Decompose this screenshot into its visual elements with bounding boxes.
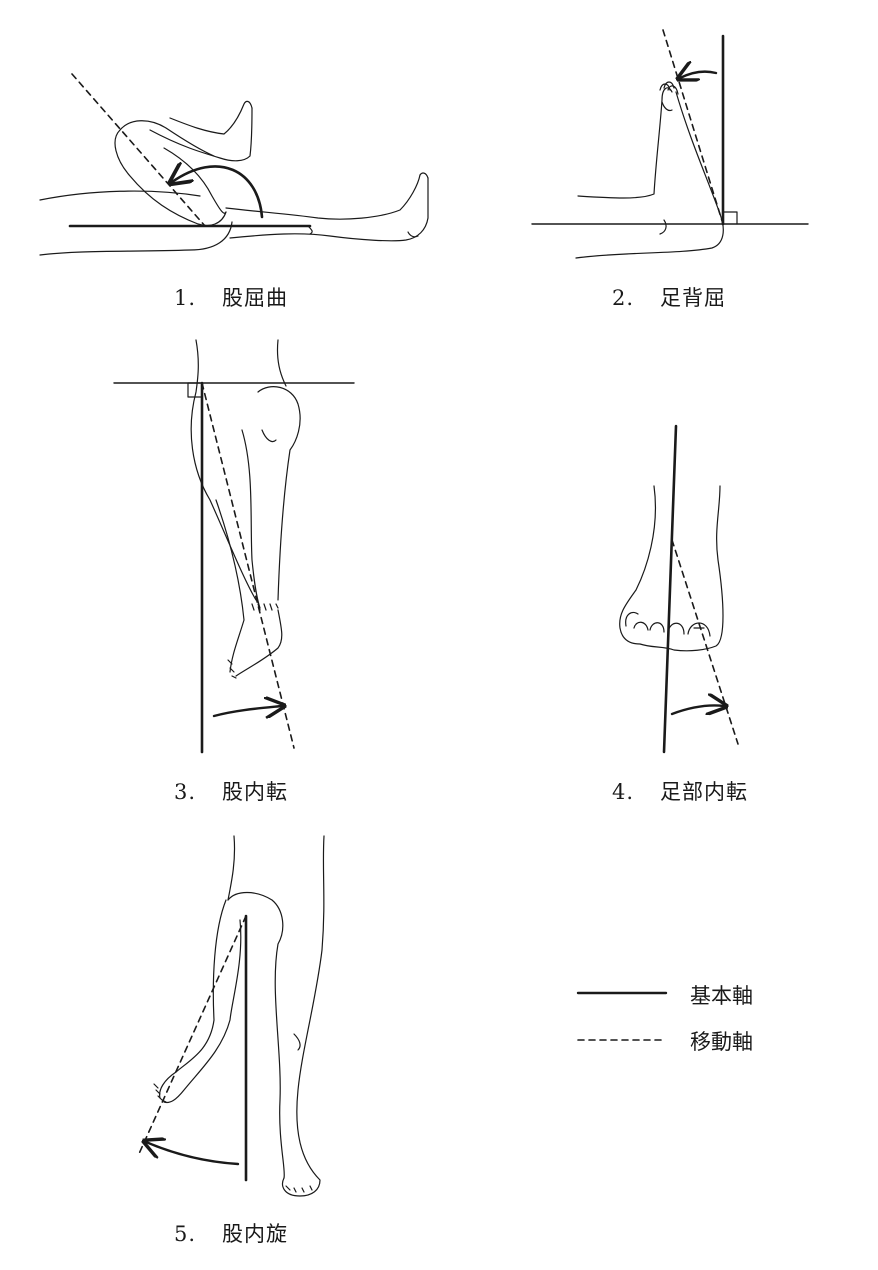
figure-1-illustration [39,100,429,256]
figure-1-caption: 1. 股屈曲 [174,282,288,312]
figure-2-moving-axis [662,29,724,225]
figure-2-right-angle-mark [722,211,738,225]
figure-4-number: 4. [612,780,635,804]
figure-5-illustration [153,835,325,1197]
figure-2-label: 足背屈 [660,286,726,310]
figure-5-number: 5. [174,1222,197,1246]
figure-1-moving-axis [71,73,206,227]
figure-4-basic-axis [662,424,678,754]
figure-3-number: 3. [174,780,197,804]
figure-5-moving-axis [137,915,247,1157]
figure-3-moving-axis [201,382,295,749]
figure-1-number: 1. [174,286,197,310]
figure-4-motion-arrow [670,705,724,714]
figure-5-label: 股内旋 [222,1222,288,1246]
figure-5-motion-arrow [146,1142,240,1166]
figure-2-illustration [575,81,724,259]
figure-4-moving-axis [671,539,739,745]
legend-basic-axis-label: 基本軸 [690,984,753,1008]
figure-5-caption: 5. 股内旋 [174,1218,288,1248]
figure-3-right-angle-mark [187,382,203,398]
figure-3-illustration [190,339,301,679]
figure-4-caption: 4. 足部内転 [612,776,748,806]
legend-moving-axis-label: 移動軸 [690,1030,753,1054]
figure-2-number: 2. [612,286,635,310]
figure-3-motion-arrow [212,706,282,716]
figure-3-caption: 3. 股内転 [174,776,288,806]
figure-3-label: 股内転 [222,780,288,804]
figure-2-caption: 2. 足背屈 [612,282,726,312]
figure-1-motion-arrow [172,166,264,219]
figure-4-label: 足部内転 [660,780,748,804]
figure-2-motion-arrow [680,72,718,78]
figure-1-label: 股屈曲 [222,286,288,310]
